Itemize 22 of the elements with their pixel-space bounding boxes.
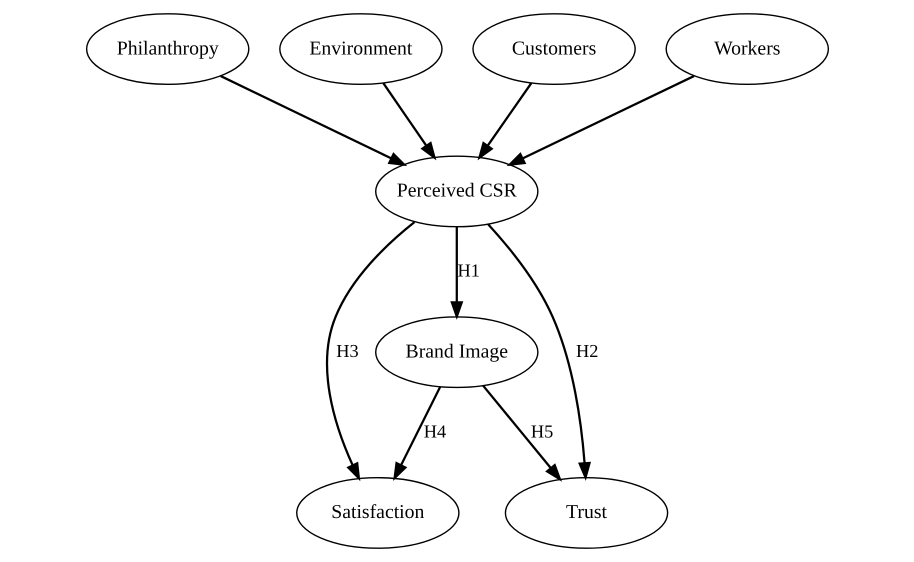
edge-label: H2 — [576, 341, 598, 362]
node-ellipse: Workers — [665, 13, 829, 85]
arrow — [450, 226, 463, 320]
arrow — [506, 75, 694, 166]
arrow — [325, 221, 415, 482]
node-ellipse: Customers — [472, 13, 636, 85]
arrow — [392, 386, 441, 481]
node-ellipse: Environment — [278, 13, 442, 85]
arrow — [486, 223, 591, 481]
arrow — [220, 75, 407, 166]
node-ellipse: Brand Image — [374, 316, 538, 388]
arrow — [482, 384, 562, 482]
node-ellipse: Satisfaction — [296, 477, 460, 549]
edge-label: H3 — [336, 341, 358, 362]
edge-label: H4 — [423, 421, 446, 442]
edge-label: H5 — [530, 421, 553, 442]
node-ellipse: Philanthropy — [85, 13, 250, 85]
node-ellipse: Trust — [504, 477, 668, 549]
edge-label: H1 — [457, 260, 480, 281]
arrow — [477, 82, 532, 160]
arrow — [382, 82, 436, 160]
node-ellipse: Perceived CSR — [374, 156, 538, 228]
